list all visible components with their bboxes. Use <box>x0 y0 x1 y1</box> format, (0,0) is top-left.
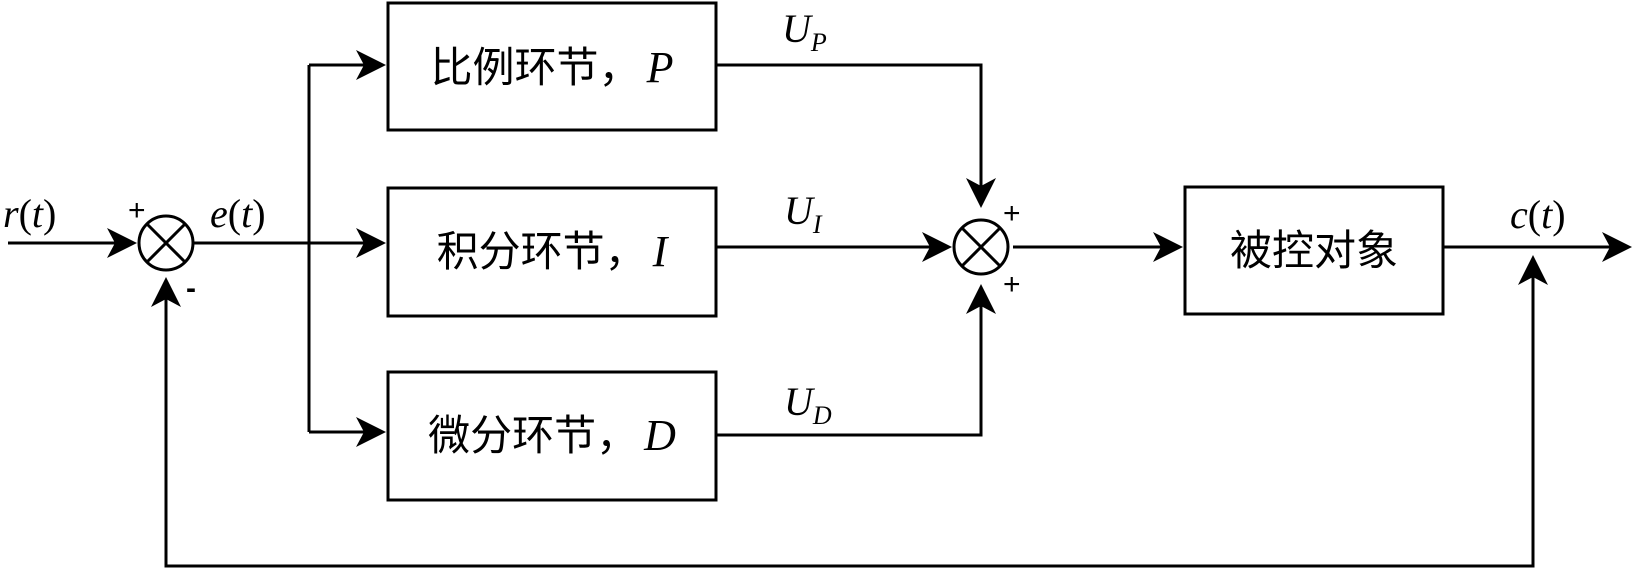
control-plus-top-sign: + <box>1003 197 1021 230</box>
ui-arrowhead <box>922 232 952 262</box>
reference-arrowhead <box>107 228 137 258</box>
up-wire <box>715 63 983 192</box>
ud-arrowhead <box>966 284 996 314</box>
error-plus-sign: + <box>128 194 146 227</box>
reference-signal-label: r(t) <box>3 191 56 236</box>
derivative-block-label: 微分环节，D <box>428 411 676 460</box>
error-signal-label: e(t) <box>210 191 266 236</box>
integral-block <box>386 186 718 318</box>
plant-block <box>1183 185 1445 316</box>
error-minus-sign: - <box>186 272 196 305</box>
ud-signal-label: UD <box>784 379 832 430</box>
feedback-wire <box>164 263 1535 568</box>
up-arrowhead <box>966 178 996 208</box>
derivative-input-arrowhead <box>356 417 386 447</box>
integral-block-label: 积分环节，I <box>437 227 670 276</box>
control-summing-junction <box>952 218 1010 276</box>
feedback-input-arrowhead <box>151 277 181 307</box>
proportional-block-label: 比例环节，P <box>431 43 674 92</box>
output-arrowhead <box>1602 232 1632 262</box>
proportional-input-arrowhead <box>356 50 386 80</box>
feedback-pickoff-arrowhead <box>1518 255 1548 285</box>
up-signal-label: UP <box>782 6 827 57</box>
proportional-block <box>386 1 718 132</box>
plant-block-label: 被控对象 <box>1230 226 1398 275</box>
integral-input-arrowhead <box>356 228 386 258</box>
control-plus-bottom-sign: + <box>1003 268 1021 301</box>
derivative-block <box>386 370 718 502</box>
ud-wire <box>715 300 983 437</box>
plant-input-arrowhead <box>1153 232 1183 262</box>
ui-signal-label: UI <box>784 188 823 239</box>
error-summing-junction <box>137 214 195 272</box>
output-signal-label: c(t) <box>1510 192 1566 237</box>
